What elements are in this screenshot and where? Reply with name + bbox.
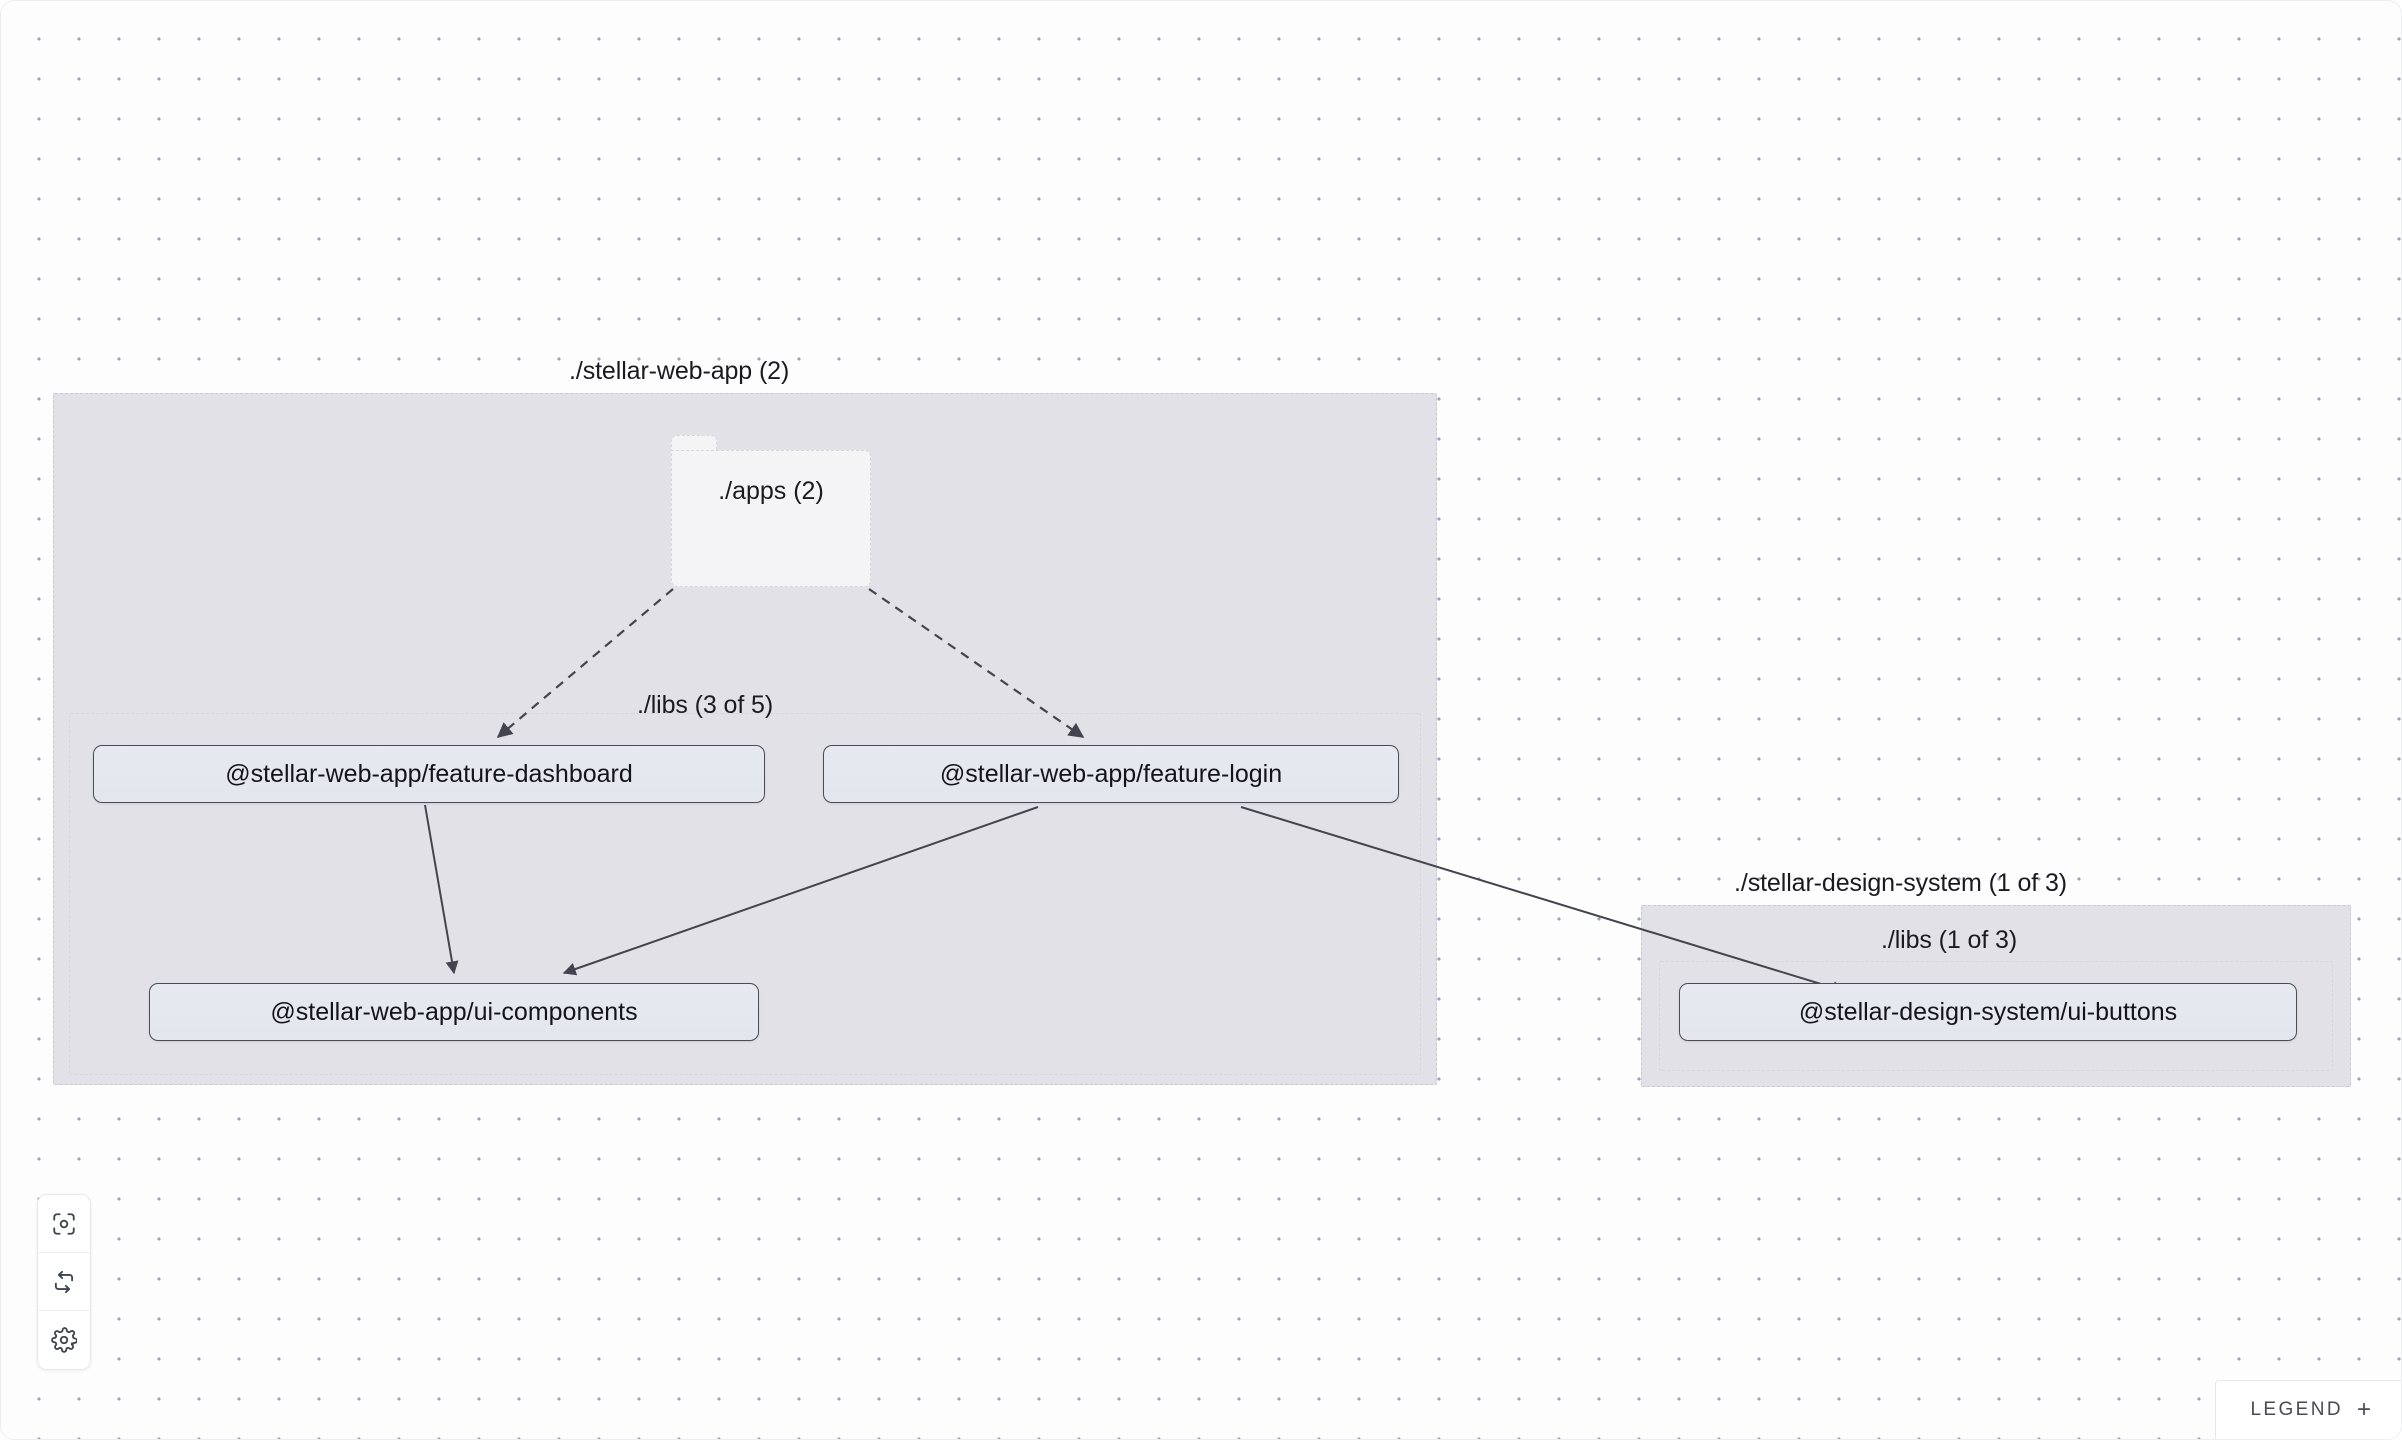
directory-label-web-app-libs: ./libs (3 of 5)	[637, 691, 774, 719]
directory-label-design-system-libs: ./libs (1 of 3)	[1881, 926, 2018, 954]
folder-body-shape	[671, 450, 871, 587]
legend-label: LEGEND	[2250, 1399, 2343, 1420]
legend-toggle[interactable]: LEGEND +	[2215, 1380, 2401, 1439]
directory-group-design-system-libs[interactable]	[1659, 961, 2333, 1071]
focus-target-icon	[51, 1211, 77, 1237]
project-node-label: @stellar-web-app/ui-components	[270, 997, 638, 1026]
project-node-label: @stellar-web-app/feature-dashboard	[225, 759, 633, 788]
plus-icon: +	[2356, 1396, 2371, 1423]
group-label-stellar-web-app: ./stellar-web-app (2)	[569, 357, 790, 385]
project-node-feature-dashboard[interactable]: @stellar-web-app/feature-dashboard	[93, 745, 765, 803]
folder-tab-shape	[671, 435, 717, 451]
refresh-sync-icon	[51, 1269, 77, 1295]
group-label-stellar-design-system: ./stellar-design-system (1 of 3)	[1734, 869, 2068, 897]
project-node-label: @stellar-design-system/ui-buttons	[1798, 997, 2178, 1026]
project-node-label: @stellar-web-app/feature-login	[939, 759, 1283, 788]
project-node-feature-login[interactable]: @stellar-web-app/feature-login	[823, 745, 1399, 803]
project-node-ui-buttons[interactable]: @stellar-design-system/ui-buttons	[1679, 983, 2297, 1041]
graph-controls-panel[interactable]	[37, 1194, 91, 1370]
refresh-graph-button[interactable]	[38, 1253, 90, 1311]
directory-folder-apps[interactable]: ./apps (2)	[671, 435, 871, 587]
gear-icon	[51, 1327, 77, 1353]
graph-settings-button[interactable]	[38, 1311, 90, 1369]
focus-graph-button[interactable]	[38, 1195, 90, 1253]
project-node-ui-components[interactable]: @stellar-web-app/ui-components	[149, 983, 759, 1041]
directory-label-apps: ./apps (2)	[718, 477, 824, 505]
